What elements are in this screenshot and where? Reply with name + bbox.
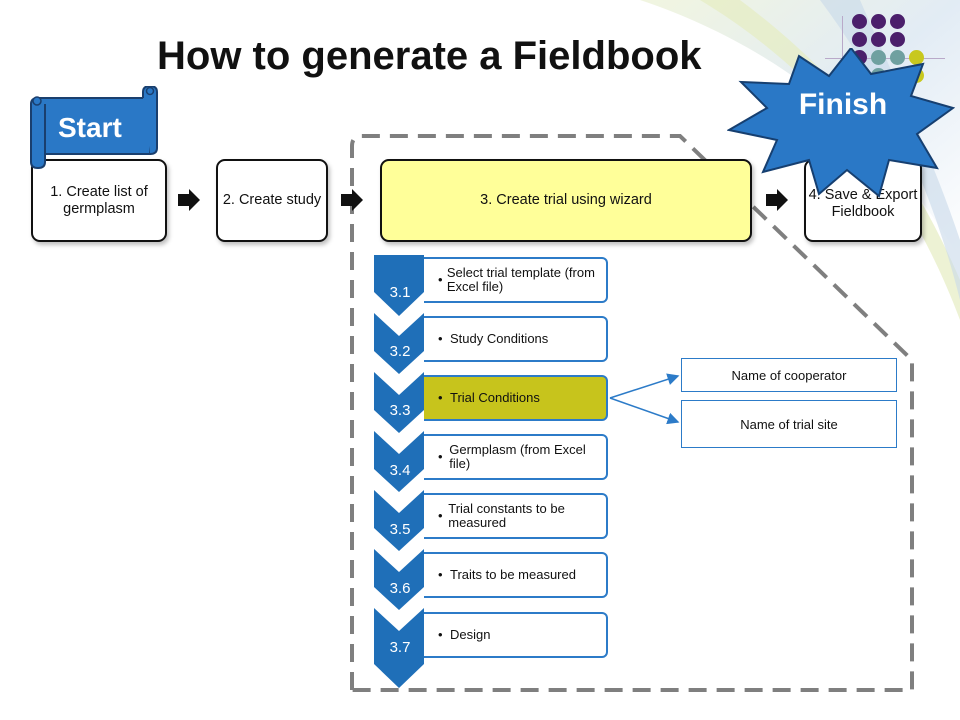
detail-name-of-cooperator: Name of cooperator — [681, 358, 897, 392]
bullet: • — [438, 626, 443, 642]
page-title: How to generate a Fieldbook — [157, 34, 702, 78]
substep-trial-constants[interactable]: • Trial constants to be measured — [424, 493, 608, 539]
substep-number: 3.7 — [389, 639, 411, 656]
step-label: 1. Create list of germplasm — [50, 183, 148, 217]
start-label: Start — [58, 112, 122, 143]
substep-traits[interactable]: • Traits to be measured — [424, 552, 608, 598]
substep-label: Germplasm (from Excel file) — [449, 441, 586, 471]
substep-label: Traits to be measured — [450, 566, 576, 582]
substep-number: 3.4 — [389, 462, 411, 479]
substep-germplasm[interactable]: • Germplasm (from Excel file) — [424, 434, 608, 480]
substep-label: Trial constants to be measured — [448, 500, 565, 530]
bullet: • — [438, 566, 443, 582]
step-create-trial-wizard[interactable]: 3. Create trial using wizard — [380, 159, 752, 242]
substep-study-conditions[interactable]: • Study Conditions — [424, 316, 608, 362]
substep-number: 3.5 — [389, 521, 411, 538]
start-scroll-banner — [30, 86, 158, 170]
bullet: • — [438, 448, 443, 464]
substep-label: Study Conditions — [450, 330, 549, 346]
decor-dot — [871, 50, 886, 65]
substep-label: Design — [450, 626, 491, 642]
detail-label: Name of cooperator — [731, 367, 847, 383]
substep-label: Select trial template (from Excel file) — [446, 264, 595, 294]
substep-number: 3.6 — [389, 580, 411, 597]
substep-select-template[interactable]: •Select trial template (from Excel file) — [424, 257, 608, 303]
decor-dot — [909, 50, 924, 65]
substep-number: 3.3 — [389, 402, 411, 419]
arrow-right-icon — [178, 189, 200, 211]
step-create-germplasm-list[interactable]: 1. Create list of germplasm — [31, 159, 167, 242]
decor-dot — [852, 14, 867, 29]
substep-design[interactable]: • Design — [424, 612, 608, 658]
bullet: • — [438, 271, 443, 287]
step-label: 4. Save & Export Fieldbook — [808, 186, 918, 220]
bullet: • — [438, 330, 443, 346]
decor-dot — [871, 32, 886, 47]
decor-dot — [890, 14, 905, 29]
substep-trial-conditions[interactable]: • Trial Conditions — [424, 375, 608, 421]
finish-label: Finish — [798, 88, 888, 121]
decor-dot — [871, 14, 886, 29]
step-label: 3. Create trial using wizard — [480, 192, 652, 209]
step-create-study[interactable]: 2. Create study — [216, 159, 328, 242]
substep-number: 3.1 — [389, 284, 411, 301]
detail-name-of-trial-site: Name of trial site — [681, 400, 897, 448]
finish-starburst — [727, 48, 955, 198]
bullet: • — [438, 507, 443, 523]
substep-label: Trial Conditions — [450, 389, 540, 405]
decor-dot — [852, 32, 867, 47]
arrow-right-icon — [341, 189, 363, 211]
step-label: 2. Create study — [222, 192, 322, 209]
arrow-right-icon — [766, 189, 788, 211]
detail-label: Name of trial site — [740, 416, 838, 432]
decor-dot — [890, 32, 905, 47]
bullet: • — [438, 389, 443, 405]
decor-dot — [890, 50, 905, 65]
substep-number: 3.2 — [389, 343, 411, 360]
